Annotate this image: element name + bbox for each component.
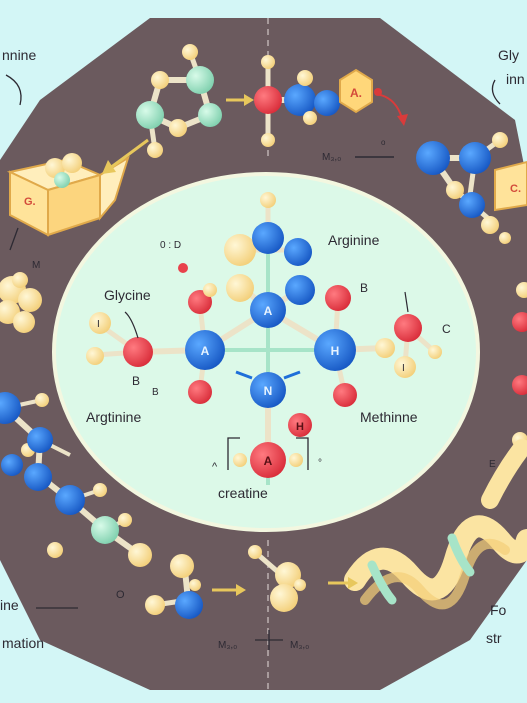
ring-top-dot: o xyxy=(381,138,386,147)
arrow-bottom-mid xyxy=(212,584,246,596)
atom-lower-h: H xyxy=(296,421,304,433)
left-box-label: G. xyxy=(24,196,36,208)
label-b-right: B xyxy=(360,281,368,295)
atom-bottom-a: A xyxy=(264,454,273,468)
molecule-center: A A H N H A xyxy=(86,192,442,485)
molecule-left-yellow xyxy=(0,272,42,333)
label-b-left: B xyxy=(132,374,140,388)
bottom-left-label-2: mation xyxy=(2,635,44,651)
molecule-left-chain xyxy=(0,392,152,567)
molecule-top-left xyxy=(136,44,222,158)
bottom-right-label-2: str xyxy=(486,630,502,646)
label-b-left-2: B xyxy=(152,387,159,398)
top-right-label-2: inn xyxy=(506,71,525,87)
dots-right: ° xyxy=(318,458,322,469)
top-left-label: nnine xyxy=(2,47,36,63)
hexagon-label: A. xyxy=(350,86,362,100)
label-glycine: Glycine xyxy=(104,287,151,303)
atom-center-a: A xyxy=(264,304,273,318)
atom-left-a: A xyxy=(201,344,210,358)
arrow-to-helix xyxy=(328,577,358,589)
atom-right-h: H xyxy=(331,344,340,358)
molecule-right-top xyxy=(416,132,511,244)
label-c-right: C xyxy=(442,322,451,336)
hexagon-icon: A. xyxy=(339,68,373,114)
label-od: 0 : D xyxy=(160,240,181,251)
label-i-left: I xyxy=(97,319,100,330)
helix-icon xyxy=(344,439,527,610)
label-arginine: Arginine xyxy=(328,232,380,248)
bottom-m-right: M₃,₀ xyxy=(290,640,309,651)
bottom-o-label: O xyxy=(116,589,125,601)
cardboard-box-icon-right: C. xyxy=(494,160,527,212)
bottom-right-label-1: Fo xyxy=(490,602,507,618)
arrow-top-right xyxy=(374,88,408,126)
pointer-right xyxy=(404,291,409,313)
pointer-left xyxy=(124,311,139,339)
label-methinne: Methinne xyxy=(360,409,418,425)
right-side-note: E xyxy=(489,459,496,470)
arrow-top-center xyxy=(226,94,254,106)
molecule-top-center xyxy=(254,55,340,147)
top-left-squiggle xyxy=(5,74,22,106)
creatine-bracket-left xyxy=(227,437,240,470)
right-box-label: C. xyxy=(510,183,521,195)
caret-left: ^ xyxy=(212,461,218,473)
bottom-left-label-1: ine xyxy=(0,597,19,613)
left-side-note: M xyxy=(32,260,40,271)
top-right-label-1: Gly xyxy=(498,47,519,63)
atom-center-n: N xyxy=(264,384,273,398)
left-tick xyxy=(9,227,19,251)
label-creatine: creatine xyxy=(218,485,268,501)
arrow-left-diag xyxy=(102,138,149,174)
creatine-bracket-right xyxy=(296,437,309,470)
label-i-right: I xyxy=(402,363,405,374)
molecule-bottom-left xyxy=(145,554,203,619)
label-argtinine: Argtinine xyxy=(86,409,141,425)
top-right-squiggle xyxy=(491,79,501,105)
bottom-m-left: M₃,₀ xyxy=(218,640,237,651)
ring-top-note: M₃,₀ xyxy=(322,152,341,163)
molecule-bottom-center xyxy=(248,545,306,612)
